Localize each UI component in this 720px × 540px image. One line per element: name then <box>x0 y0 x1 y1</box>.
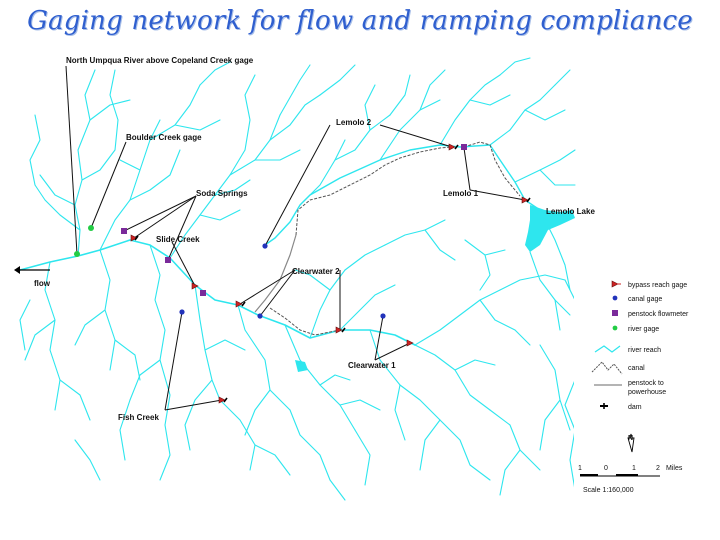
label-lemolo2: Lemolo 2 <box>336 118 372 127</box>
dam-fish-creek <box>223 397 228 403</box>
canal-gage-lemolo2 <box>262 243 268 249</box>
river-gage-boulder-creek <box>88 225 94 231</box>
dot-icon <box>612 295 618 301</box>
penstock-flowmeter-soda-springs <box>121 228 127 234</box>
scale-unit: Miles <box>666 465 683 472</box>
flow-arrow-icon <box>14 266 50 274</box>
legend-item-river-gage: river gage <box>612 325 659 333</box>
canal-line-icon <box>591 361 623 375</box>
bypass-gage-slide-creek <box>191 282 199 290</box>
dam-clearwater2 <box>241 301 246 307</box>
map-labels: North Umpqua River above Copeland Creek … <box>34 56 595 422</box>
label-lemolo1: Lemolo 1 <box>443 189 479 198</box>
legend: bypass reach gage canal gage penstock fl… <box>574 248 720 498</box>
label-soda-springs: Soda Springs <box>196 189 248 198</box>
scale-text: Scale 1:160,000 <box>583 487 634 494</box>
legend-item-canal: canal <box>591 361 645 375</box>
lemolo1-canal <box>463 141 521 197</box>
penstock-flowmeter-lemolo1 <box>461 144 467 150</box>
bypass-gage-clearwater2 <box>235 300 243 308</box>
penstock-line <box>254 234 297 313</box>
svg-text:N: N <box>628 435 633 442</box>
legend-label-river-reach: river reach <box>628 347 661 354</box>
page-title: Gaging network for flow and ramping comp… <box>27 6 693 36</box>
bypass-gage-lemolo2 <box>448 143 456 151</box>
bypass-gage-lemolo1 <box>521 196 529 204</box>
penstock-flowmeter-clearwater <box>200 290 206 296</box>
legend-label-bypass-gage: bypass reach gage <box>628 282 687 289</box>
lemolo-lake-shape <box>525 205 575 252</box>
scale-tick-0: 1 <box>578 465 582 472</box>
dam-lemolo2 <box>454 144 459 150</box>
river-gage-north-umpqua <box>74 251 80 257</box>
label-clearwater2: Clearwater 2 <box>292 267 340 276</box>
legend-item-river-reach: river reach <box>594 345 661 354</box>
canal-gage-clearwater2 <box>257 313 263 319</box>
legend-item-penstock: penstock to powerhouse <box>594 380 666 396</box>
label-flow: flow <box>34 279 51 288</box>
scale-tick-2: 1 <box>632 465 636 472</box>
square-icon <box>612 310 618 316</box>
canal-gage-clearwater1 <box>380 313 386 319</box>
bypass-gage-clearwater1 <box>335 326 343 334</box>
river-line-icon <box>594 345 621 353</box>
bypass-gage-clearwater1-b <box>406 339 414 347</box>
legend-label-penstock: penstock to powerhouse <box>628 380 666 396</box>
label-fish-creek: Fish Creek <box>118 413 159 422</box>
gage-symbols <box>74 143 531 404</box>
scale-bar: 1 0 1 2 Miles Scale 1:160,000 <box>578 465 683 494</box>
penstock-flowmeter-slide-creek <box>165 257 171 263</box>
legend-item-canal-gage: canal gage <box>612 295 662 303</box>
small-lake-shape <box>295 360 308 372</box>
bypass-gage-soda-springs <box>130 234 138 242</box>
scale-tick-1: 0 <box>604 465 608 472</box>
legend-label-canal-gage: canal gage <box>628 296 662 303</box>
dam-clearwater1 <box>341 327 346 333</box>
scale-tick-3: 2 <box>656 465 660 472</box>
label-north-umpqua: North Umpqua River above Copeland Creek … <box>66 56 254 65</box>
stream-network <box>19 57 576 501</box>
leader-lines <box>65 65 526 411</box>
dot-icon <box>612 325 618 331</box>
label-clearwater1: Clearwater 1 <box>348 361 396 370</box>
legend-label-river-gage: river gage <box>628 326 659 333</box>
legend-background <box>574 248 720 498</box>
legend-label-canal: canal <box>628 365 645 372</box>
canal-gage-fish-creek <box>179 309 185 315</box>
north-arrow-icon: N <box>627 433 635 453</box>
dam-lemolo1 <box>526 197 531 203</box>
legend-label-penstock-flowmeter: penstock flowmeter <box>628 311 689 318</box>
label-lemolo-lake: Lemolo Lake <box>546 207 595 216</box>
canal-network <box>254 141 521 336</box>
legend-item-dam: dam <box>600 403 642 411</box>
legend-item-penstock-flowmeter: penstock flowmeter <box>612 310 689 318</box>
label-slide-creek: Slide Creek <box>156 235 200 244</box>
lemolo2-canal <box>295 146 453 236</box>
label-boulder-creek: Boulder Creek gage <box>126 133 202 142</box>
clearwater1-canal <box>269 307 341 336</box>
legend-item-bypass-gage: bypass reach gage <box>611 280 687 289</box>
legend-label-dam: dam <box>628 404 642 411</box>
bypass-gage-fish-creek <box>218 396 226 404</box>
dam-soda-springs <box>134 235 139 241</box>
